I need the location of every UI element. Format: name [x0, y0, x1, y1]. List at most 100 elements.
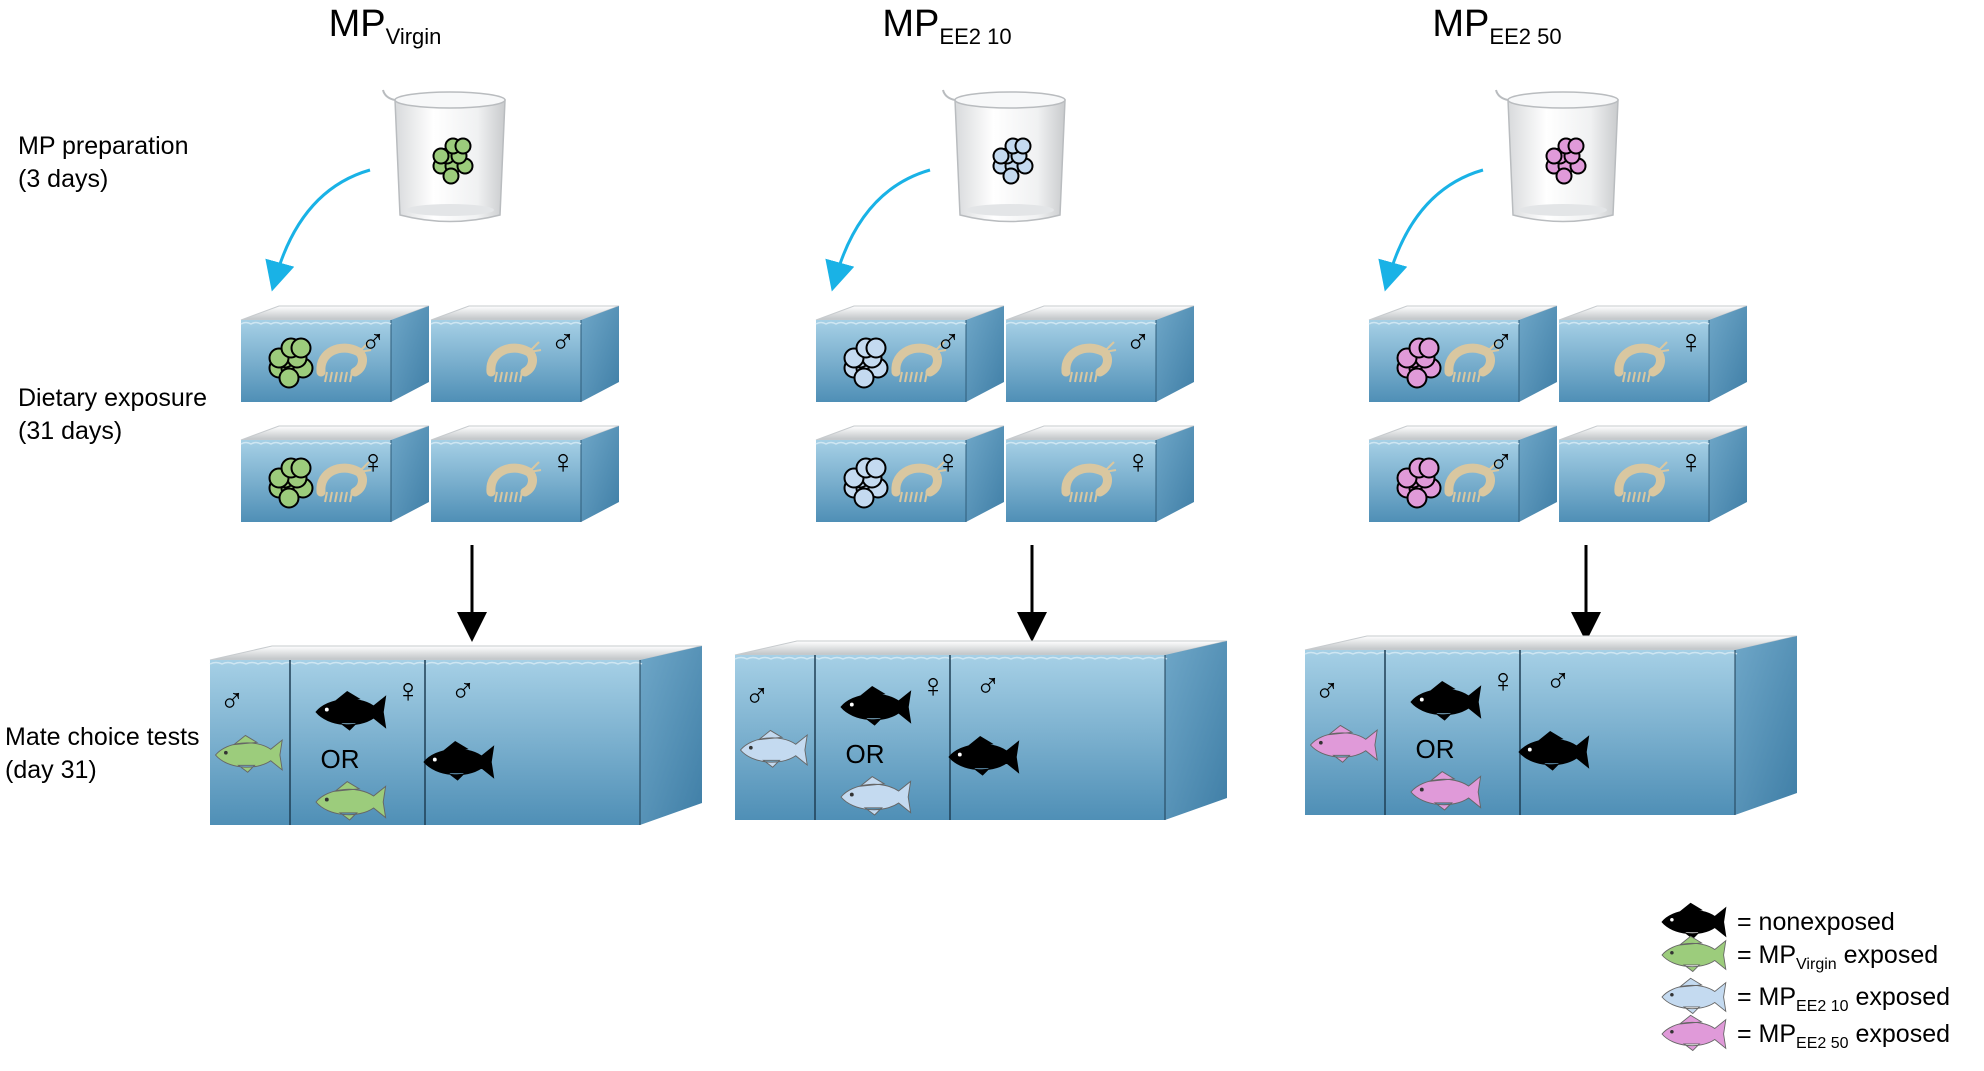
legend-fish-virgin — [1661, 935, 1727, 973]
microplastic-particle — [853, 487, 875, 509]
legend-fish-ee2_50 — [1661, 1014, 1727, 1052]
male-symbol: ♂ — [975, 667, 1001, 705]
microplastic-cluster — [268, 337, 314, 389]
exposed-fish — [214, 734, 283, 773]
beaker-rim — [954, 91, 1066, 109]
tank-side-water — [581, 306, 619, 402]
column-virgin: MPVirgin♂♂♀♀♂♀OR♂ — [209, 3, 703, 825]
male-symbol: ♂ — [1125, 323, 1151, 361]
dietary-tank: ♂ — [1005, 305, 1195, 402]
legend-item-nonexposed: = nonexposed — [1661, 902, 1895, 940]
male-symbol: ♂ — [1488, 323, 1514, 361]
tank-side-water — [1709, 306, 1747, 402]
column-title: MPVirgin — [329, 3, 442, 49]
male-symbol: ♂ — [1314, 672, 1340, 710]
tank-front-water — [431, 320, 581, 402]
female-symbol: ♀ — [935, 443, 961, 481]
column-ee2_50: MPEE2 50♂♀♂♀♂♀OR♂ — [1304, 3, 1798, 815]
microplastic-particle — [1406, 367, 1428, 389]
microplastic-particle — [1406, 487, 1428, 509]
beaker-spout — [1495, 89, 1509, 101]
tank-side-water — [1519, 306, 1557, 402]
tank-rim — [734, 640, 1228, 656]
microplastic-particle — [290, 457, 312, 479]
legend: = nonexposed = MPVirgin exposed = MPEE2 10… — [1661, 902, 1950, 1052]
water-surface — [1304, 651, 1738, 655]
microplastic-particle — [1002, 167, 1020, 185]
stage-prep-line2: (3 days) — [18, 165, 108, 193]
nonexposed-fish — [423, 741, 495, 781]
male-symbol: ♂ — [219, 682, 245, 720]
tank-side-water — [1709, 426, 1747, 522]
tank-side-water — [391, 426, 429, 522]
microplastic-particle — [1567, 137, 1585, 155]
microplastic-particle — [992, 147, 1010, 165]
water-surface — [240, 321, 392, 325]
male-symbol: ♂ — [550, 323, 576, 361]
legend-item-ee2_10: = MPEE2 10 exposed — [1661, 977, 1950, 1015]
water-surface — [815, 441, 967, 445]
exposed-fish — [315, 781, 387, 821]
dietary-tank: ♂ — [1368, 305, 1558, 402]
microplastic-particle — [432, 147, 450, 165]
nonexposed-fish — [1410, 681, 1482, 721]
stage-test-line2: (day 31) — [5, 756, 97, 784]
microplastic-particle — [442, 167, 460, 185]
legend-text: = MPEE2 10 exposed — [1737, 983, 1950, 1015]
beaker-spout — [382, 89, 396, 101]
microplastic-particle — [278, 487, 300, 509]
microplastic-particle — [1418, 337, 1440, 359]
microplastic-particle — [290, 337, 312, 359]
legend-text: = MPVirgin exposed — [1737, 941, 1938, 973]
amphipod — [1444, 461, 1500, 503]
legend-text: = nonexposed — [1737, 908, 1895, 936]
water-surface — [1005, 441, 1157, 445]
microplastic-cluster — [843, 457, 889, 509]
exposed-fish — [739, 729, 808, 768]
tank-side-water — [1165, 641, 1227, 820]
nonexposed-fish — [1518, 731, 1590, 771]
exposed-fish — [1309, 724, 1378, 763]
dietary-tank: ♂ — [430, 305, 620, 402]
amphipod — [486, 461, 542, 503]
water-surface — [1558, 321, 1710, 325]
beaker-microplastics — [432, 137, 474, 185]
female-symbol: ♀ — [360, 443, 386, 481]
beaker-rim — [1507, 91, 1619, 109]
female-symbol: ♀ — [1678, 443, 1704, 481]
transfer-arrow — [265, 168, 371, 292]
male-symbol: ♂ — [1545, 662, 1571, 700]
legend-fish-nonexposed — [1661, 902, 1727, 940]
or-label: OR — [321, 744, 360, 774]
amphipod — [1614, 461, 1670, 503]
microplastic-particle — [278, 367, 300, 389]
or-label: OR — [846, 739, 885, 769]
beaker-spout — [942, 89, 956, 101]
female-symbol: ♀ — [395, 672, 421, 710]
microplastic-particle — [1418, 457, 1440, 479]
microplastic-particle — [1014, 137, 1032, 155]
mate-choice-tank: ♂♀OR♂ — [209, 645, 703, 825]
tank-front-water — [1006, 320, 1156, 402]
male-symbol: ♂ — [935, 323, 961, 361]
female-symbol: ♀ — [1490, 662, 1516, 700]
column-title: MPEE2 10 — [882, 3, 1011, 49]
microplastic-particle — [1555, 167, 1573, 185]
microplastic-cluster — [1396, 337, 1442, 389]
tank-rim — [1304, 635, 1798, 651]
microplastic-cluster — [843, 337, 889, 389]
legend-text: = MPEE2 50 exposed — [1737, 1020, 1950, 1052]
tank-side-water — [1156, 306, 1194, 402]
female-symbol: ♀ — [1678, 323, 1704, 361]
microplastic-particle — [865, 337, 887, 359]
amphipod — [1061, 461, 1117, 503]
dietary-tank: ♀ — [1558, 305, 1748, 402]
tank-side-water — [966, 306, 1004, 402]
exposed-fish — [840, 776, 912, 816]
tank-rim — [209, 645, 703, 661]
stage-test-line1: Mate choice tests — [5, 723, 200, 751]
tank-side-water — [640, 646, 702, 825]
stage-label-prep: MP preparation (3 days) — [18, 132, 188, 193]
or-label: OR — [1416, 734, 1455, 764]
transfer-arrow — [1378, 168, 1484, 292]
